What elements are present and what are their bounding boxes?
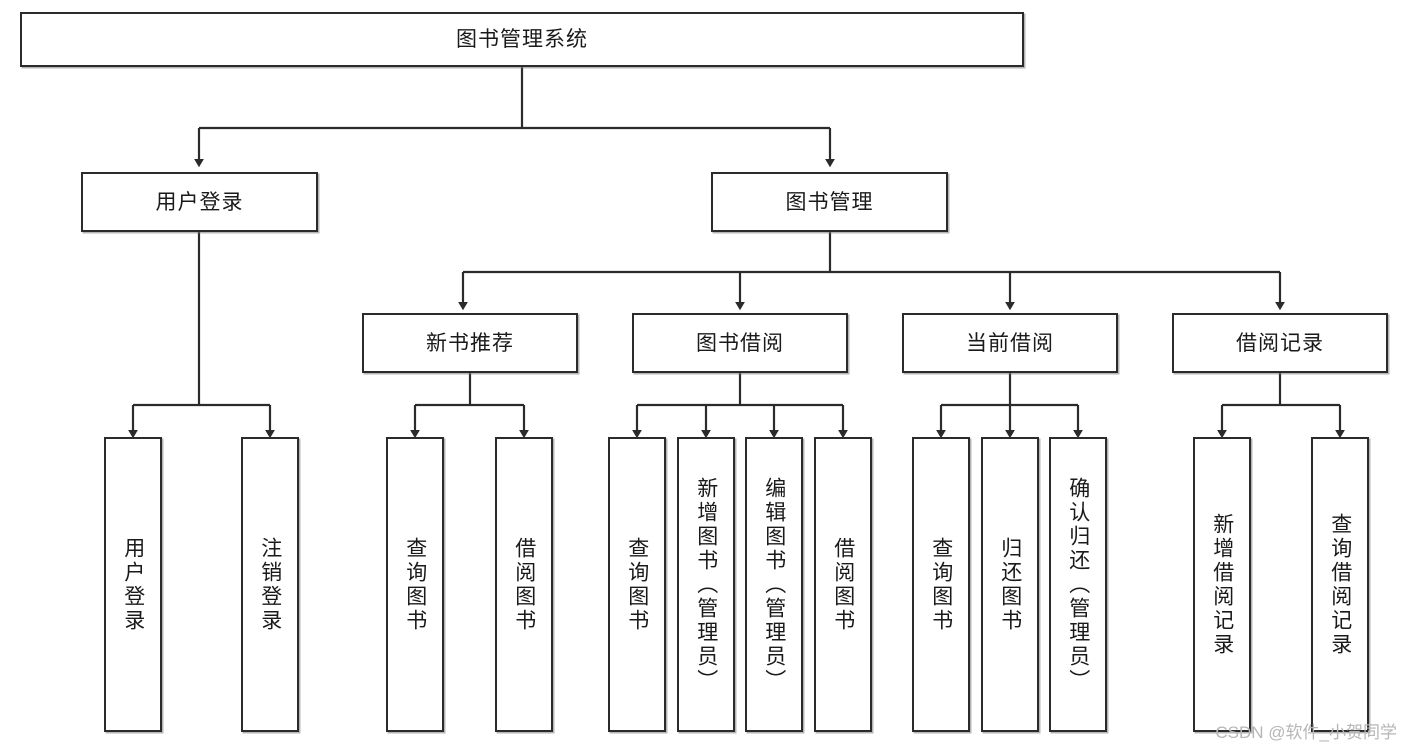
node-leaf-query-book-2[interactable]: 查询图书 bbox=[608, 437, 666, 732]
node-label: 新增借阅记录 bbox=[1210, 512, 1234, 657]
node-label: 借阅图书 bbox=[831, 536, 855, 633]
node-leaf-borrow-book-2[interactable]: 借阅图书 bbox=[814, 437, 872, 732]
node-current-borrow[interactable]: 当前借阅 bbox=[902, 313, 1118, 373]
node-label: 查询图书 bbox=[625, 536, 649, 633]
node-borrow-record[interactable]: 借阅记录 bbox=[1172, 313, 1388, 373]
node-label: 归还图书 bbox=[998, 536, 1022, 633]
node-leaf-borrow-book-1[interactable]: 借阅图书 bbox=[495, 437, 553, 732]
node-leaf-logout[interactable]: 注销登录 bbox=[241, 437, 299, 732]
node-label: 图书管理 bbox=[785, 190, 874, 214]
node-label: 图书管理系统 bbox=[456, 28, 588, 51]
node-root-library-system[interactable]: 图书管理系统 bbox=[20, 12, 1024, 67]
node-leaf-return-book[interactable]: 归还图书 bbox=[981, 437, 1039, 732]
node-new-book-recommend[interactable]: 新书推荐 bbox=[362, 313, 578, 373]
node-leaf-add-book[interactable]: 新增图书（管理员） bbox=[677, 437, 735, 732]
node-leaf-user-login[interactable]: 用户登录 bbox=[104, 437, 162, 732]
node-label: 用户登录 bbox=[155, 190, 244, 214]
node-label: 编辑图书（管理员） bbox=[762, 476, 786, 693]
node-leaf-query-book-1[interactable]: 查询图书 bbox=[386, 437, 444, 732]
node-leaf-query-record[interactable]: 查询借阅记录 bbox=[1311, 437, 1369, 732]
node-book-borrow[interactable]: 图书借阅 bbox=[632, 313, 848, 373]
node-label: 借阅记录 bbox=[1236, 331, 1324, 355]
node-label: 当前借阅 bbox=[966, 331, 1054, 355]
node-label: 用户登录 bbox=[121, 536, 145, 633]
node-label: 图书借阅 bbox=[696, 331, 784, 355]
node-label: 查询图书 bbox=[929, 536, 953, 633]
node-label: 借阅图书 bbox=[512, 536, 536, 633]
node-label: 查询图书 bbox=[403, 536, 427, 633]
node-leaf-query-book-3[interactable]: 查询图书 bbox=[912, 437, 970, 732]
node-label: 新书推荐 bbox=[426, 331, 514, 355]
node-leaf-confirm-return[interactable]: 确认归还（管理员） bbox=[1049, 437, 1107, 732]
node-label: 新增图书（管理员） bbox=[694, 476, 718, 693]
node-book-manage[interactable]: 图书管理 bbox=[711, 172, 948, 232]
node-label: 注销登录 bbox=[258, 536, 282, 633]
node-leaf-edit-book[interactable]: 编辑图书（管理员） bbox=[745, 437, 803, 732]
node-user-login[interactable]: 用户登录 bbox=[81, 172, 318, 232]
node-label: 查询借阅记录 bbox=[1328, 512, 1352, 657]
node-leaf-add-record[interactable]: 新增借阅记录 bbox=[1193, 437, 1251, 732]
node-label: 确认归还（管理员） bbox=[1066, 476, 1090, 693]
watermark: CSDN @软件_小贺同学 bbox=[1215, 723, 1397, 742]
